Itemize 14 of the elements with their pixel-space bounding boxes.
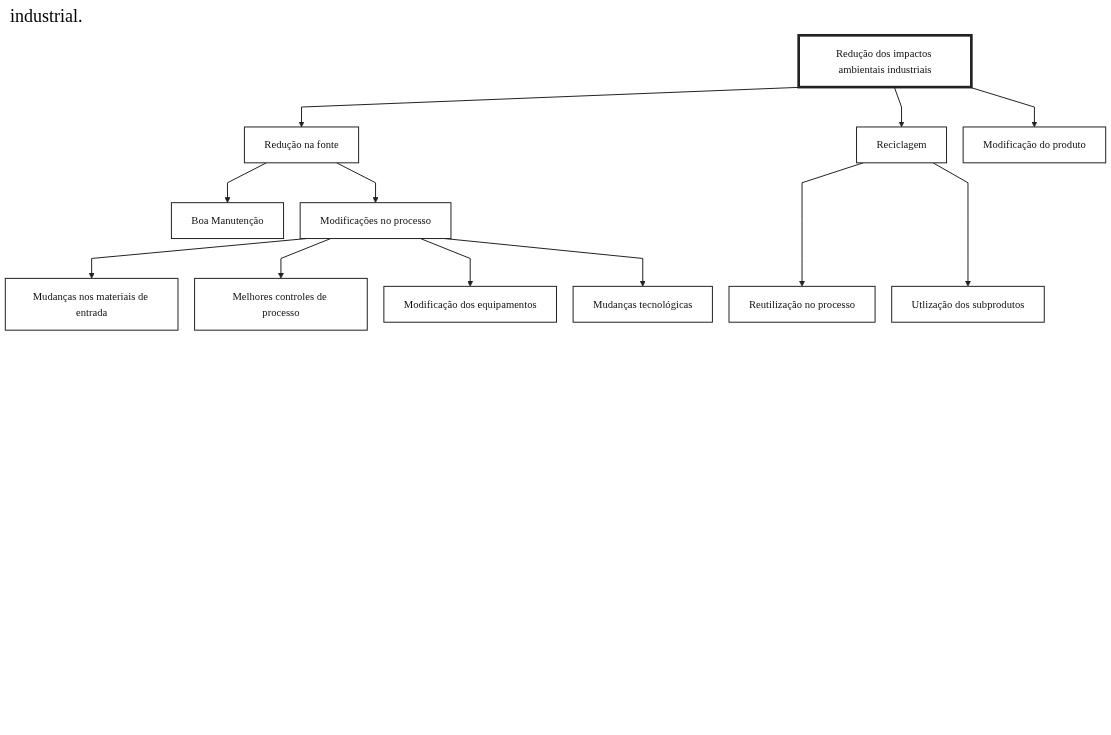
- arrow: [336, 162, 379, 203]
- node-box: Redução dos impactos ambientais industriais: [797, 34, 973, 89]
- node-box: Utlização dos subprodutos: [891, 285, 1045, 323]
- node-box: Mudanças tecnológicas: [572, 285, 713, 323]
- text-fragment: industrial.: [10, 6, 83, 26]
- node-box: Reutilização no processo: [728, 285, 876, 323]
- node-box: Mudanças nos materiais de entrada: [4, 277, 179, 331]
- node-box: Redução na fonte: [243, 126, 360, 164]
- node-box: Modificação dos equipamentos: [383, 285, 557, 323]
- node-box: Modificações no processo: [299, 202, 452, 240]
- node-box: Reciclagem: [856, 126, 948, 164]
- node-box: Boa Manutenção: [170, 202, 285, 240]
- node-box: Melhores controles de processo: [194, 277, 368, 331]
- node-box: Modificação do produto: [962, 126, 1107, 164]
